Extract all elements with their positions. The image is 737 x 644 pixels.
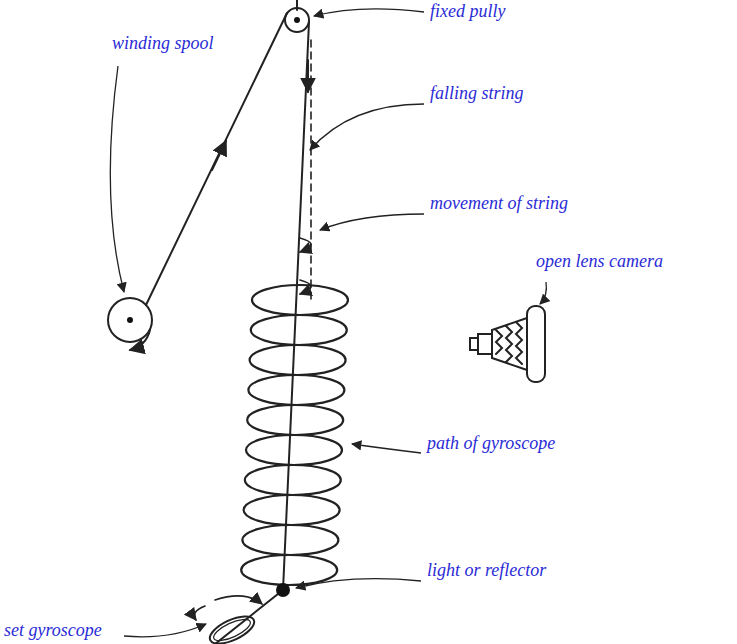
gyroscope-axle — [200, 590, 283, 644]
leader-line — [310, 104, 424, 150]
string-former-position — [310, 40, 312, 300]
movement-arrow — [300, 238, 311, 252]
movement-arrow — [300, 280, 311, 294]
helix-loop — [251, 315, 347, 345]
pulley-axle — [294, 17, 300, 23]
leader-line — [352, 444, 421, 453]
falling-string — [283, 22, 309, 590]
part-label: set gyroscope — [4, 621, 102, 641]
light-reflector-dot — [276, 583, 290, 597]
part-label: open lens camera — [536, 252, 663, 272]
leader-line — [540, 282, 546, 304]
helix-loop — [242, 525, 338, 555]
gyroscope-disk — [206, 611, 258, 644]
part-label: fixed pully — [430, 2, 505, 22]
helix-loop — [246, 435, 342, 465]
helix-loop — [247, 405, 343, 435]
helix-loop — [244, 495, 340, 525]
helix-loop — [248, 375, 344, 405]
part-label: path of gyroscope — [427, 434, 555, 454]
helix-loop — [250, 345, 346, 375]
spool-rotation-arrow — [130, 330, 150, 350]
helix-loop — [245, 465, 341, 495]
part-label: movement of string — [430, 194, 568, 214]
fixed-pulley — [285, 8, 309, 32]
helix-loop — [252, 285, 348, 315]
leader-line — [124, 624, 206, 637]
part-label: falling string — [430, 84, 524, 104]
part-label: winding spool — [112, 34, 214, 54]
string-to-spool — [146, 13, 287, 305]
camera — [470, 306, 545, 382]
gyroscope-disk-rim — [211, 615, 253, 644]
leader-line — [320, 214, 424, 230]
falling-arrow — [307, 60, 309, 92]
leader-line — [296, 579, 421, 588]
gyroscope-spin-arrow — [215, 596, 262, 604]
spool-axle — [127, 317, 133, 323]
gyroscope-spin-arrow — [194, 606, 205, 620]
helix-loop — [241, 555, 337, 585]
leader-line — [314, 9, 424, 16]
leader-line — [110, 66, 124, 292]
part-label: light or reflector — [427, 561, 546, 581]
string-direction-arrow — [212, 141, 226, 170]
gyroscope-path-helix — [241, 285, 348, 585]
